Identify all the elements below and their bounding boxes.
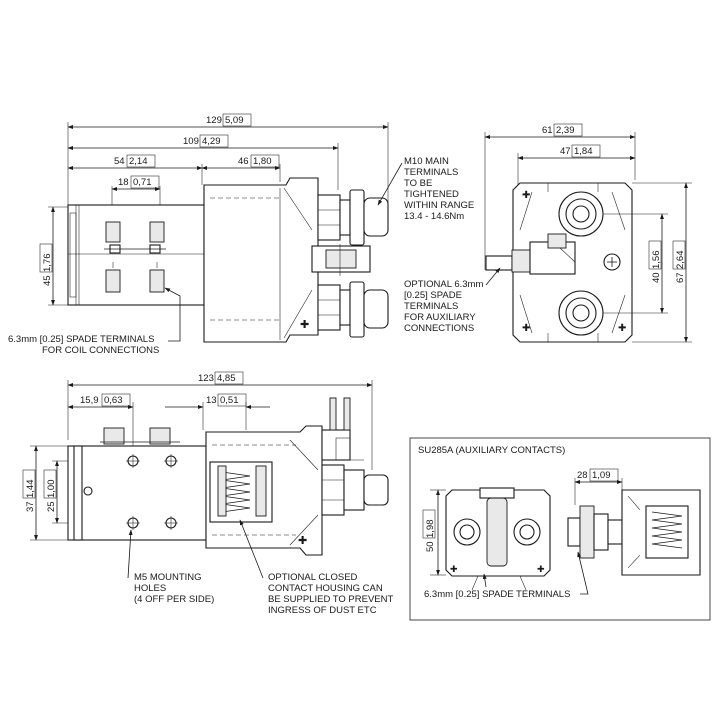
su-dim-height-in: 1,98 xyxy=(425,520,436,539)
svg-text:TO BE: TO BE xyxy=(404,178,432,189)
end-dim-width-in: 2,39 xyxy=(556,125,575,136)
side-main-terminal xyxy=(321,464,389,516)
side-dim-left-mm: 15,9 xyxy=(80,395,99,406)
end-dim-width-mm: 61 xyxy=(542,125,553,136)
dim-spade-in: 0,71 xyxy=(133,177,152,188)
side-dim-overall-in: 4,85 xyxy=(217,373,236,384)
side-dim-height-mm: 37 xyxy=(25,501,36,512)
note-contact-housing: OPTIONAL CLOSED CONTACT HOUSING CAN BE S… xyxy=(239,519,393,616)
svg-text:CONTACT HOUSING CAN: CONTACT HOUSING CAN xyxy=(268,583,383,594)
end-dim-inner-mm: 47 xyxy=(560,146,571,157)
svg-text:[0.25] SPADE: [0.25] SPADE xyxy=(404,290,462,301)
svg-text:6.3mm [0.25] SPADE TERMINALS: 6.3mm [0.25] SPADE TERMINALS xyxy=(424,589,570,600)
end-aux-spade xyxy=(485,233,576,275)
svg-text:(4 OFF PER SIDE): (4 OFF PER SIDE) xyxy=(134,594,214,605)
end-terminal-upper xyxy=(558,191,604,237)
contact-spring xyxy=(217,465,267,517)
dim-spade-mm: 18 xyxy=(118,177,129,188)
coil-body xyxy=(67,204,205,306)
su-dim-height-mm: 50 xyxy=(425,541,436,552)
svg-text:✚: ✚ xyxy=(450,564,458,574)
svg-text:FOR AUXILIARY: FOR AUXILIARY xyxy=(404,312,476,323)
top-view: 129 5,09 109 4,29 54 2,14 46 1,80 18 0,7… xyxy=(8,113,474,356)
note-su-spades: 6.3mm [0.25] SPADE TERMINALS xyxy=(424,551,589,600)
svg-text:TERMINALS: TERMINALS xyxy=(404,167,458,178)
end-dim-height-mm: 67 xyxy=(675,272,686,283)
coil-spade-terminals xyxy=(104,221,166,293)
end-dim-pitch-in: 1,56 xyxy=(651,251,662,270)
side-dim-right-in: 0,51 xyxy=(220,395,239,406)
note-aux-spades: OPTIONAL 6.3mm [0.25] SPADE TERMINALS FO… xyxy=(404,267,501,334)
main-terminal-upper xyxy=(317,189,389,246)
end-dim-inner-in: 1,84 xyxy=(574,146,593,157)
dim-coil-in: 2,14 xyxy=(129,156,148,167)
svg-text:TERMINALS: TERMINALS xyxy=(404,301,458,312)
dim-coil-mm: 54 xyxy=(114,156,125,167)
dim-height-in: 1,76 xyxy=(42,254,53,273)
end-dim-height-in: 2,64 xyxy=(675,251,686,270)
svg-text:6.3mm [0.25] SPADE TERMINALS: 6.3mm [0.25] SPADE TERMINALS xyxy=(8,334,154,345)
end-terminal-lower xyxy=(558,290,604,336)
svg-text:M5 MOUNTING: M5 MOUNTING xyxy=(134,572,202,583)
svg-text:TIGHTENED: TIGHTENED xyxy=(404,189,459,200)
side-dim-overall-mm: 123 xyxy=(198,373,214,384)
su-dim-offset-mm: 28 xyxy=(577,470,588,481)
svg-text:WITHIN RANGE: WITHIN RANGE xyxy=(404,200,474,211)
side-dim-height-in: 1,44 xyxy=(25,480,36,499)
su-side-body xyxy=(567,489,701,576)
mounting-holes xyxy=(126,454,178,530)
svg-text:13.4 - 14.6Nm: 13.4 - 14.6Nm xyxy=(404,211,464,222)
su285a-panel: SU285A (AUXILIARY CONTACTS) 50 1,98 ✚ ✚ … xyxy=(409,437,711,621)
side-view: 123 4,85 15,9 0,63 13 0,51 37 1,44 25 1,… xyxy=(22,371,393,616)
dim-overall-mm: 129 xyxy=(206,115,222,126)
svg-text:HOLES: HOLES xyxy=(134,583,166,594)
svg-text:✚: ✚ xyxy=(300,319,309,331)
contact-housing xyxy=(203,177,319,343)
dim-housing-in: 1,80 xyxy=(253,156,272,167)
svg-text:✚: ✚ xyxy=(298,535,307,547)
su285a-title: SU285A (AUXILIARY CONTACTS) xyxy=(418,445,565,456)
svg-text:✚: ✚ xyxy=(522,190,530,201)
su-aux-bridge xyxy=(486,497,508,567)
main-terminal-lower xyxy=(317,281,389,338)
note-coil-spades: 6.3mm [0.25] SPADE TERMINALS FOR COIL CO… xyxy=(8,287,181,356)
svg-text:✚: ✚ xyxy=(537,564,545,574)
dim-housing-mm: 46 xyxy=(238,156,249,167)
svg-text:✚: ✚ xyxy=(618,323,626,334)
side-dim-right-mm: 13 xyxy=(206,395,217,406)
dim-overall-in: 5,09 xyxy=(225,115,244,126)
dim-terminal-mm: 109 xyxy=(183,136,199,147)
svg-text:✚: ✚ xyxy=(522,323,530,334)
end-view: 61 2,39 47 1,84 ✚ ✚ ✚ xyxy=(404,123,692,343)
svg-text:M10 MAIN: M10 MAIN xyxy=(404,156,449,167)
side-dim-left-in: 0,63 xyxy=(104,395,123,406)
note-main-terminals: M10 MAIN TERMINALS TO BE TIGHTENED WITHI… xyxy=(377,156,474,222)
note-mounting-holes: M5 MOUNTING HOLES (4 OFF PER SIDE) xyxy=(127,529,214,605)
side-dim-hole-in: 1,00 xyxy=(46,480,57,499)
dim-height-mm: 45 xyxy=(42,275,53,286)
end-dim-pitch-mm: 40 xyxy=(651,272,662,283)
dim-terminal-in: 4,29 xyxy=(202,136,221,147)
su285a-frame xyxy=(409,437,711,621)
su-dim-offset-in: 1,09 xyxy=(592,470,611,481)
svg-text:OPTIONAL CLOSED: OPTIONAL CLOSED xyxy=(268,572,358,583)
svg-text:CONNECTIONS: CONNECTIONS xyxy=(404,323,474,334)
svg-text:INGRESS OF DUST ETC: INGRESS OF DUST ETC xyxy=(268,605,377,616)
svg-text:FOR COIL CONNECTIONS: FOR COIL CONNECTIONS xyxy=(42,345,159,356)
side-dim-hole-mm: 25 xyxy=(46,501,57,512)
svg-text:OPTIONAL 6.3mm: OPTIONAL 6.3mm xyxy=(404,279,483,290)
svg-text:BE SUPPLIED TO PREVENT: BE SUPPLIED TO PREVENT xyxy=(268,594,393,605)
